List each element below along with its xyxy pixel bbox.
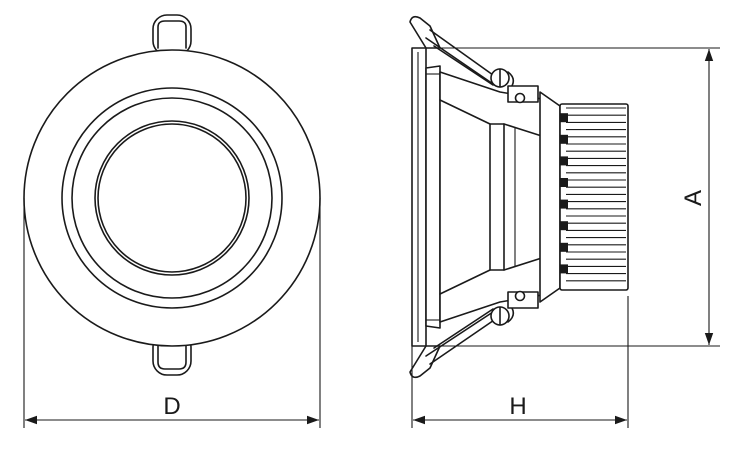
trim-ring-1 <box>61 87 283 309</box>
heatsink-fins <box>559 103 629 291</box>
trim-ring-2 <box>71 97 273 299</box>
heatsink-body <box>559 103 629 291</box>
lower-spring-arm <box>409 306 515 379</box>
lens-circle <box>97 123 247 273</box>
bottom-mounting-bracket <box>507 290 539 309</box>
heatsink-fin-slot <box>560 113 568 123</box>
height-dimension: H <box>411 296 629 428</box>
side-view <box>409 15 629 379</box>
reflector-ring <box>94 120 250 276</box>
front-view <box>23 14 321 376</box>
heatsink-fin-slot <box>560 156 568 166</box>
top-mounting-bracket <box>507 85 539 104</box>
heatsink-neck <box>539 91 561 303</box>
heatsink-fin-slot <box>560 178 568 187</box>
heatsink-fin-slot <box>560 264 568 274</box>
heatsink-fin-slot <box>560 221 568 231</box>
upper-spring-arm <box>409 15 515 88</box>
reflector-band <box>489 123 505 271</box>
h-label: H <box>509 393 526 420</box>
top-spring-clip <box>152 14 192 56</box>
a-label: A <box>680 190 707 206</box>
d-label: D <box>163 393 180 420</box>
heatsink-fin-slot <box>560 242 568 252</box>
outer-flange-circle <box>23 49 321 347</box>
side-flange-plate <box>411 47 427 347</box>
heatsink-fin-slot <box>560 199 568 209</box>
cutout-dimension: A <box>426 47 720 347</box>
heatsink-fin-slot <box>560 134 568 144</box>
diameter-dimension: D <box>23 198 321 428</box>
front-trim-body <box>425 65 441 329</box>
